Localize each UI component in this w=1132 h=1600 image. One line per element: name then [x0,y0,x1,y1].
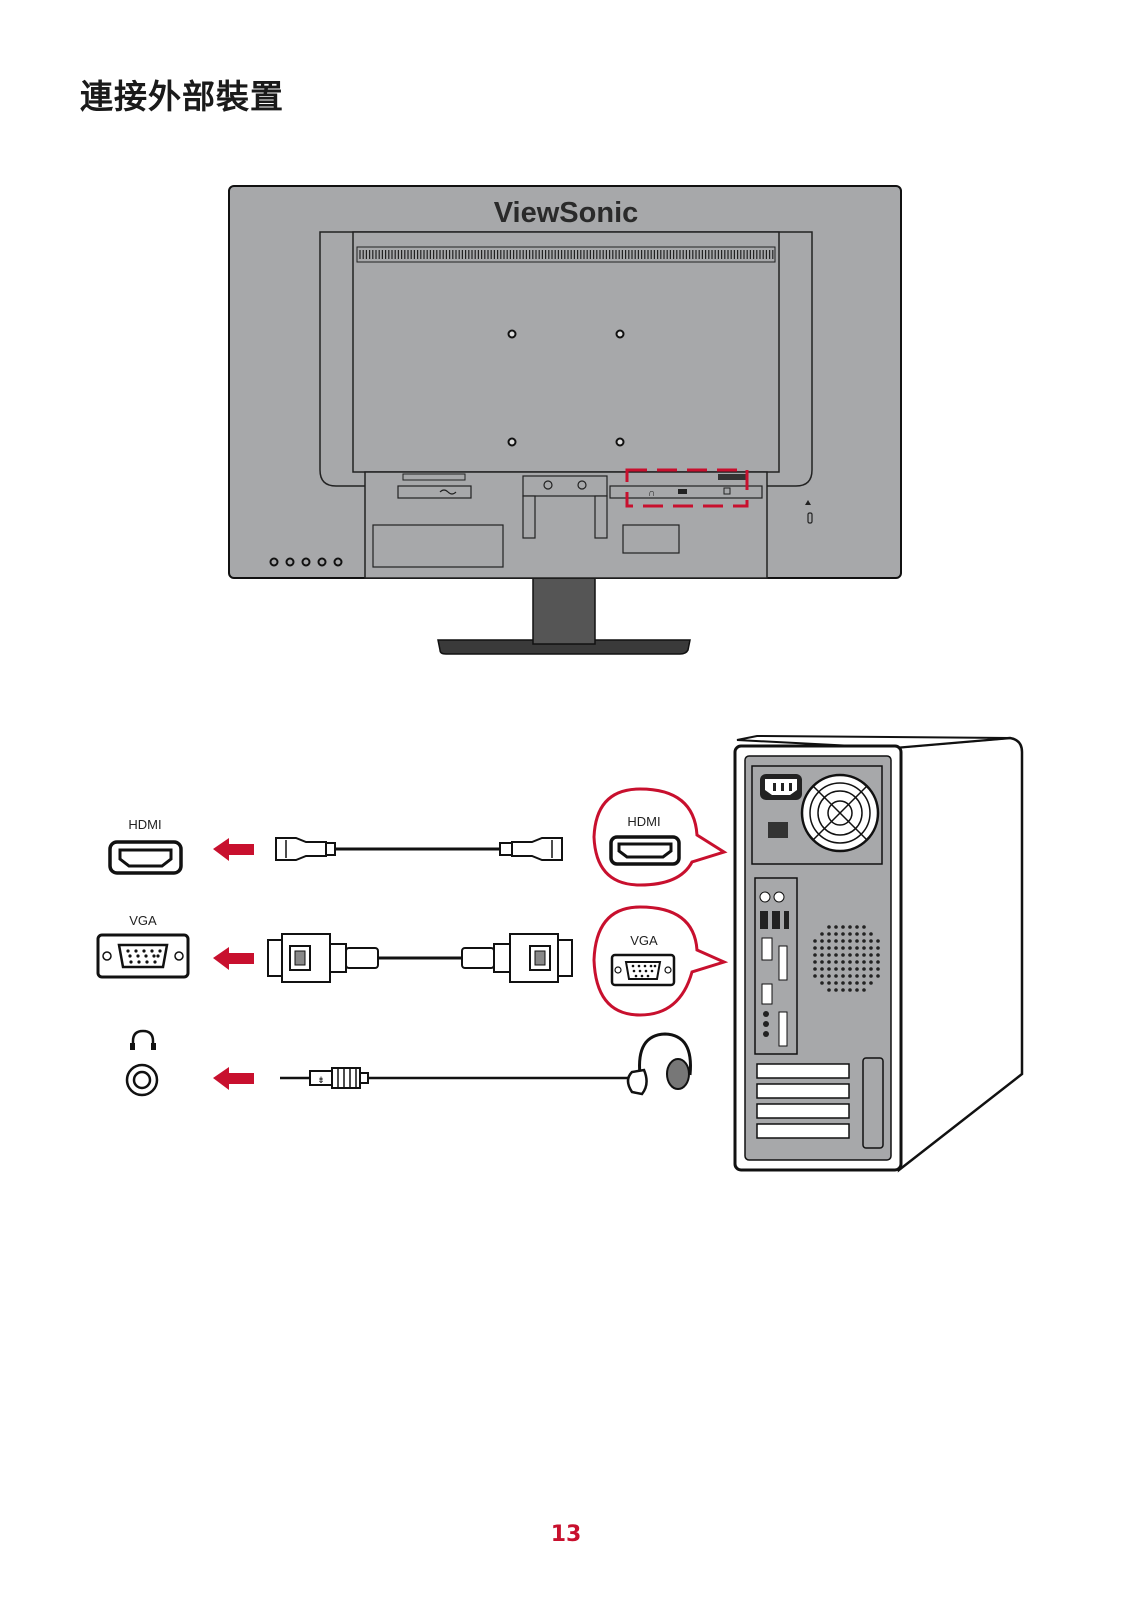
io-shield [755,878,797,1054]
vga-cable [268,934,572,982]
monitor-rear: ∩ ViewSonic [229,186,901,654]
label-area-right [623,525,679,553]
page-number: 13 [0,1522,1132,1547]
pc-tower [735,736,1022,1170]
hdmi-cable [276,838,562,860]
tower-side [893,738,1022,1170]
pc-hdmi-label: HDMI [627,814,660,829]
pc-vga-label: VGA [630,933,658,948]
svg-text:⇟: ⇟ [317,1075,325,1085]
audio-cable: ⇟ [280,1068,630,1088]
pc-hdmi-callout: HDMI [594,789,724,885]
vga-port-icon [98,935,188,977]
pc-vga-callout: VGA [594,907,724,1015]
brand-logo: ViewSonic [494,197,639,229]
arrow-left-icon [213,1067,254,1090]
label-area-left [373,525,503,567]
svg-text:∩: ∩ [648,488,655,499]
power-slot [398,486,471,498]
arrow-left-icon [213,947,254,970]
monitor-ports: HDMI VGA [98,817,188,1095]
audio-port-icon [127,1065,157,1095]
vga-label: VGA [129,913,157,928]
headphones-device-icon [628,1034,690,1094]
headphone-icon [130,1031,156,1050]
hdmi-port-icon [110,842,181,873]
direction-arrows [213,838,254,1090]
stand-bracket [523,476,607,496]
hdmi-label: HDMI [128,817,161,832]
arrow-left-icon [213,838,254,861]
power-switch [768,822,788,838]
